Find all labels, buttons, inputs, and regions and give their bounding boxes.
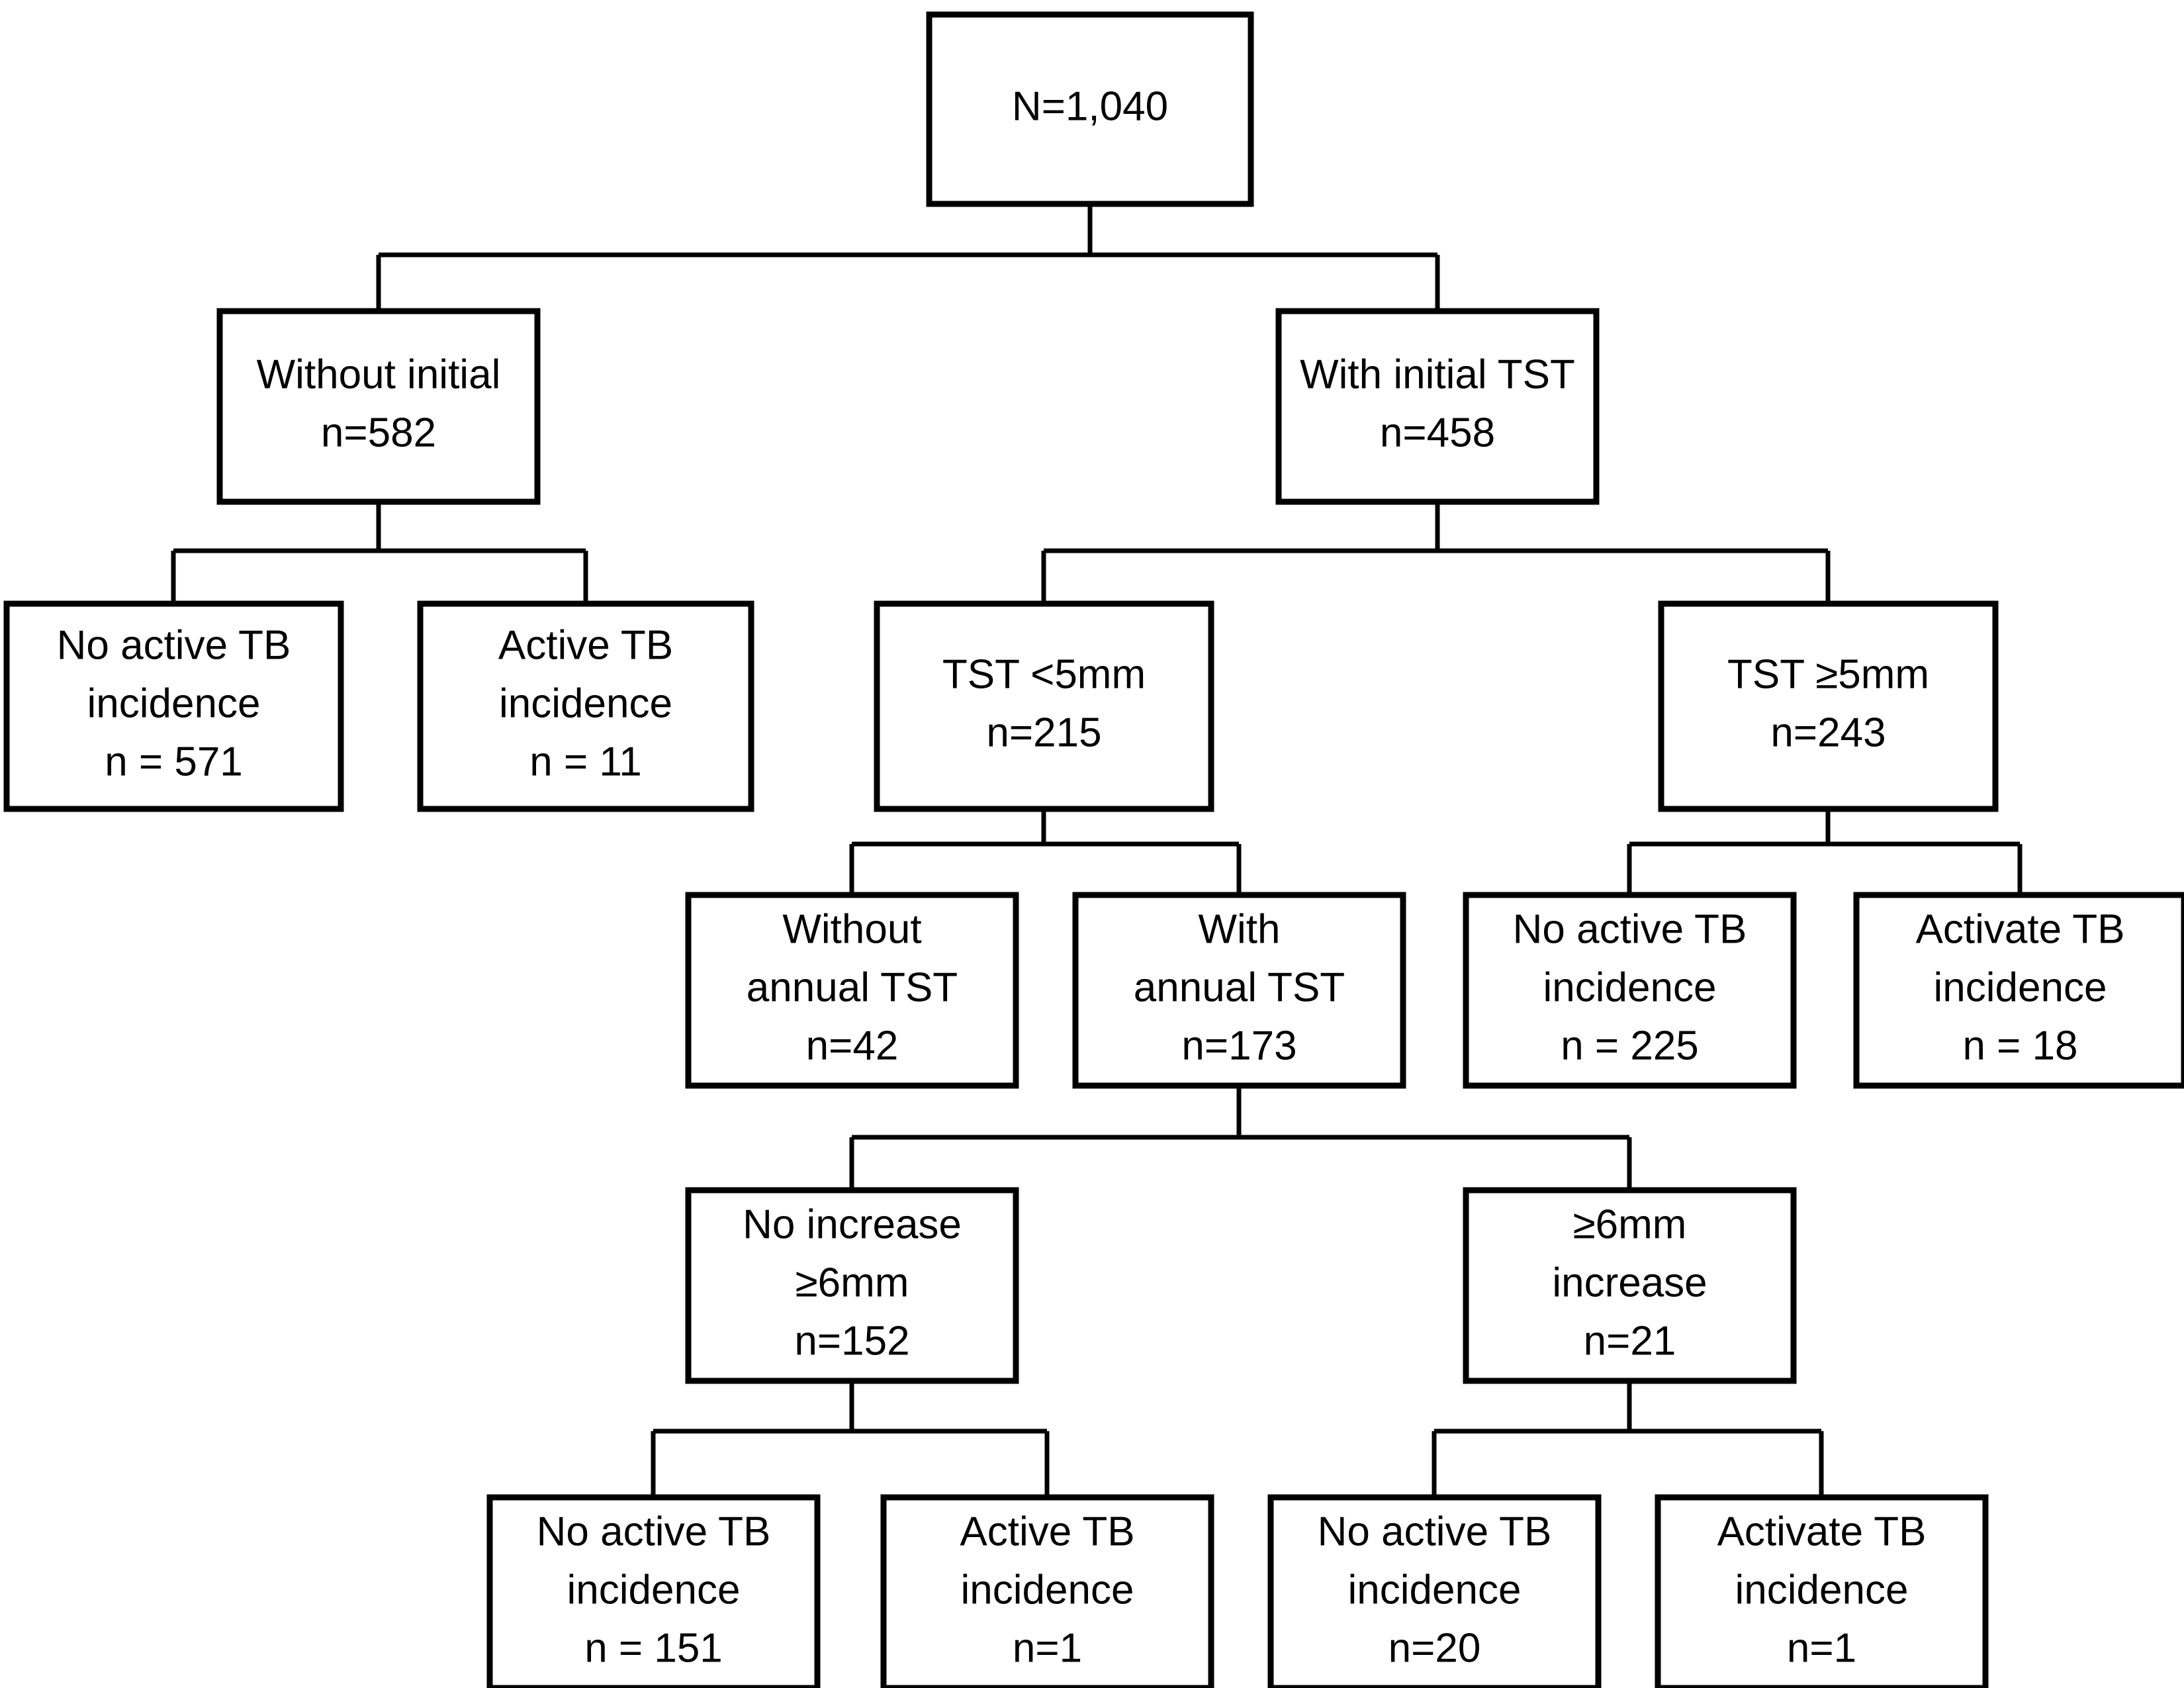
with-annual-tst-line-2: annual TST: [1134, 964, 1345, 1010]
node-active-tb-11: Active TB incidence n = 11: [417, 600, 754, 812]
node-tst-less-than-5mm: TST <5mm n=215: [874, 600, 1214, 812]
node-total-cohort: N=1,040: [926, 11, 1254, 207]
without-annual-tst-line-2: annual TST: [747, 964, 958, 1010]
activate-tb-1-right-line-2: incidence: [1735, 1567, 1909, 1613]
active-tb-11-line-2: incidence: [499, 680, 672, 726]
node-activate-tb-1-right: Activate TB incidence n=1: [1655, 1494, 1989, 1688]
active-tb-1-left-line-1: Active TB: [960, 1509, 1134, 1554]
increase-6mm-21-line-1: ≥6mm: [1573, 1201, 1687, 1247]
tst-greater-equal-5mm-box: [1658, 600, 1999, 812]
increase-6mm-21-line-2: increase: [1552, 1260, 1707, 1305]
no-active-tb-571-line-2: incidence: [87, 680, 261, 726]
with-annual-tst-line-3: n=173: [1181, 1023, 1297, 1068]
no-active-tb-225-line-2: incidence: [1543, 964, 1717, 1010]
node-tst-greater-equal-5mm: TST ≥5mm n=243: [1658, 600, 1999, 812]
activate-tb-1-right-line-3: n=1: [1787, 1625, 1856, 1671]
no-active-tb-225-box: [1463, 892, 1797, 1089]
tst-greater-equal-5mm-line-1: TST ≥5mm: [1727, 651, 1929, 697]
no-increase-6mm-152-line-2: ≥6mm: [796, 1260, 909, 1305]
without-initial-tst-line-2: n=582: [321, 410, 436, 455]
no-active-tb-151-line-3: n = 151: [584, 1625, 723, 1671]
tst-greater-equal-5mm-line-2: n=243: [1770, 710, 1886, 755]
node-activate-tb-18: Activate TB incidence n = 18: [1853, 892, 2184, 1089]
with-annual-tst-line-1: With: [1199, 906, 1281, 952]
no-active-tb-151-line-1: No active TB: [537, 1509, 771, 1554]
activate-tb-18-line-1: Activate TB: [1916, 906, 2125, 952]
connector-layer: [171, 204, 2023, 1497]
no-active-tb-151-line-2: incidence: [567, 1567, 741, 1613]
activate-tb-1-right-line-1: Activate TB: [1717, 1509, 1927, 1554]
tst-less-than-5mm-line-1: TST <5mm: [942, 651, 1146, 697]
no-active-tb-225-line-1: No active TB: [1513, 906, 1747, 952]
no-active-tb-225-line-3: n = 225: [1561, 1023, 1699, 1068]
increase-6mm-21-line-3: n=21: [1584, 1318, 1676, 1364]
active-tb-11-line-1: Active TB: [498, 622, 673, 668]
with-initial-tst-line-2: n=458: [1380, 410, 1495, 455]
activate-tb-18-line-2: incidence: [1934, 964, 2107, 1010]
active-tb-1-left-line-3: n=1: [1013, 1625, 1082, 1671]
active-tb-11-box: [417, 600, 754, 812]
node-active-tb-1-left: Active TB incidence n=1: [880, 1494, 1214, 1688]
node-without-annual-tst: Without annual TST n=42: [685, 892, 1019, 1089]
without-initial-tst-box: [216, 308, 541, 505]
without-initial-tst-line-1: Without initial: [257, 352, 501, 397]
active-tb-11-line-3: n = 11: [529, 739, 642, 784]
without-annual-tst-box: [685, 892, 1019, 1089]
no-active-tb-20-line-2: incidence: [1348, 1567, 1522, 1613]
node-increase-6mm-21: ≥6mm increase n=21: [1463, 1187, 1797, 1384]
increase-6mm-21-box: [1463, 1187, 1797, 1384]
with-annual-tst-box: [1072, 892, 1406, 1089]
no-increase-6mm-152-box: [685, 1187, 1019, 1384]
no-increase-6mm-152-line-3: n=152: [794, 1318, 909, 1364]
tst-less-than-5mm-box: [874, 600, 1214, 812]
active-tb-1-left-line-2: incidence: [961, 1567, 1134, 1613]
activate-tb-1-right-box: [1655, 1494, 1989, 1688]
total-cohort-box: [926, 11, 1254, 207]
without-annual-tst-line-3: n=42: [806, 1023, 899, 1068]
node-no-active-tb-20: No active TB incidence n=20: [1267, 1494, 1602, 1688]
no-active-tb-571-line-1: No active TB: [57, 622, 291, 668]
node-without-initial-tst: Without initial n=582: [216, 308, 541, 505]
node-no-active-tb-225: No active TB incidence n = 225: [1463, 892, 1797, 1089]
no-active-tb-151-box: [486, 1494, 821, 1688]
no-active-tb-20-line-3: n=20: [1388, 1625, 1481, 1671]
node-with-initial-tst: With initial TST n=458: [1275, 308, 1600, 505]
no-active-tb-20-line-1: No active TB: [1318, 1509, 1552, 1554]
no-active-tb-20-box: [1267, 1494, 1602, 1688]
active-tb-1-left-box: [880, 1494, 1214, 1688]
no-active-tb-571-line-3: n = 571: [105, 739, 243, 784]
with-initial-tst-box: [1275, 308, 1600, 505]
with-initial-tst-line-1: With initial TST: [1300, 352, 1575, 397]
no-increase-6mm-152-line-1: No increase: [743, 1201, 962, 1247]
node-no-active-tb-151: No active TB incidence n = 151: [486, 1494, 821, 1688]
node-with-annual-tst: With annual TST n=173: [1072, 892, 1406, 1089]
activate-tb-18-line-3: n = 18: [1962, 1023, 2077, 1068]
without-annual-tst-line-1: Without: [782, 906, 921, 952]
activate-tb-18-box: [1853, 892, 2184, 1089]
node-no-increase-6mm-152: No increase ≥6mm n=152: [685, 1187, 1019, 1384]
total-cohort-line-1: N=1,040: [1012, 83, 1168, 129]
node-no-active-tb-571: No active TB incidence n = 571: [3, 600, 344, 812]
no-active-tb-571-box: [3, 600, 344, 812]
tst-less-than-5mm-line-2: n=215: [986, 710, 1101, 755]
